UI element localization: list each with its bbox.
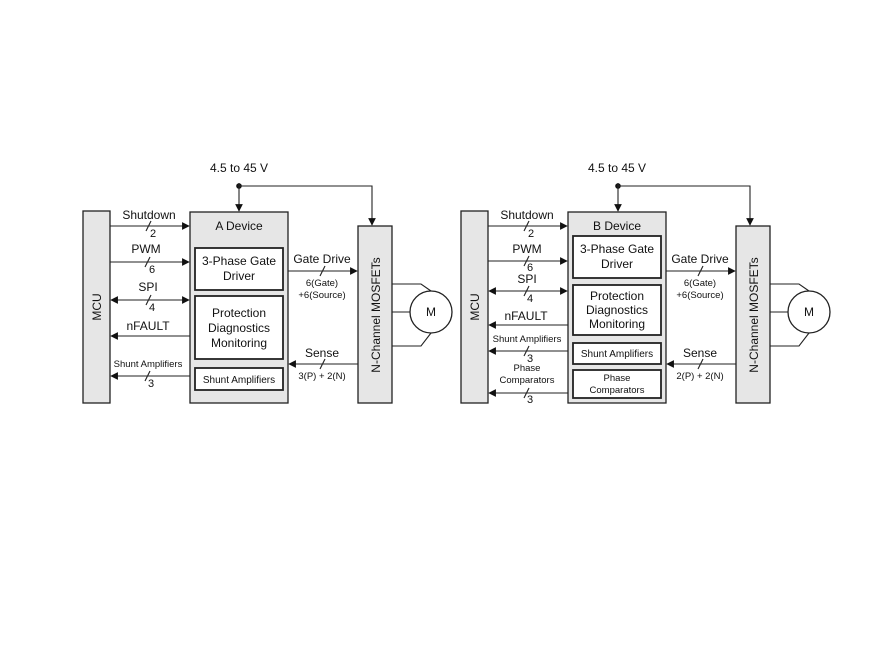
shutdown-count-b: 2 — [528, 228, 534, 240]
gate-drive-detail1-a: 6(Gate) — [306, 278, 338, 289]
motor-label-b: M — [804, 305, 814, 319]
gate-driver-line2-a: Driver — [223, 269, 255, 283]
pwm-label-a: PWM — [131, 242, 160, 256]
shutdown-slash-b — [523, 220, 530, 232]
mcu-block-a — [82, 210, 111, 404]
protection-line3-a: Monitoring — [211, 336, 267, 350]
nfault-label-a: nFAULT — [126, 319, 170, 333]
protection-block-a — [194, 295, 284, 360]
comp-out-count-b: 3 — [527, 394, 533, 406]
spi-label-b: SPI — [517, 272, 536, 286]
shutdown-count-a: 2 — [150, 228, 156, 240]
gate-driver-line1-a: 3-Phase Gate — [202, 254, 276, 268]
pwm-label-b: PWM — [512, 242, 541, 256]
gate-drive-label-a: Gate Drive — [293, 252, 351, 266]
gate-drive-label-b: Gate Drive — [671, 252, 729, 266]
motor-wire-top-a — [392, 283, 432, 292]
gate-driver-block-b — [572, 235, 662, 279]
sense-detail-a: 3(P) + 2(N) — [298, 371, 345, 382]
protection-line1-b: Protection — [590, 289, 644, 303]
sense-label-b: Sense — [683, 346, 717, 360]
gate-drive-detail2-b: +6(Source) — [676, 290, 723, 301]
device-title-a: A Device — [215, 219, 263, 233]
comparator-block-line1-b: Phase — [604, 373, 631, 384]
supply-label-a: 4.5 to 45 V — [210, 161, 268, 175]
shunt-out-label-b: Shunt Amplifiers — [493, 334, 562, 345]
shutdown-slash-a — [145, 220, 152, 232]
spi-label-a: SPI — [138, 280, 157, 294]
gate-drive-slash-b — [697, 265, 704, 277]
mosfet-block-b — [735, 225, 771, 404]
comp-out-slash-b — [523, 387, 530, 399]
motor-wire-bot-a — [392, 332, 432, 347]
protection-line3-b: Monitoring — [589, 317, 645, 331]
gate-driver-line1-b: 3-Phase Gate — [580, 242, 654, 256]
gate-driver-block-a — [194, 247, 284, 291]
motor-wire-top-b — [770, 283, 810, 292]
shutdown-label-a: Shutdown — [122, 208, 175, 222]
motor-wire-bot-b — [770, 332, 810, 347]
sense-label-a: Sense — [305, 346, 339, 360]
sense-detail-b: 2(P) + 2(N) — [676, 371, 723, 382]
gate-drive-slash-a — [319, 265, 326, 277]
mcu-label-a: MCU — [90, 293, 104, 320]
comparator-block-b — [572, 369, 662, 399]
device-title-b: B Device — [593, 219, 641, 233]
pwm-count-a: 6 — [149, 264, 155, 276]
mcu-block-b — [460, 210, 489, 404]
supply-label-b: 4.5 to 45 V — [588, 161, 646, 175]
spi-slash-a — [145, 294, 152, 306]
shunt-out-count-b: 3 — [527, 353, 533, 365]
shunt-block-b — [572, 342, 662, 365]
shunt-block-label-a: Shunt Amplifiers — [203, 375, 275, 386]
diagram-b: 4.5 to 45 V MCU B Device 3-Phase Gate Dr… — [460, 161, 831, 406]
shunt-out-count-a: 3 — [148, 378, 154, 390]
mosfet-label-a: N-Channel MOSFETs — [369, 257, 383, 372]
pwm-count-b: 6 — [527, 262, 533, 274]
motor-label-a: M — [426, 305, 436, 319]
protection-line2-a: Diagnostics — [208, 321, 270, 335]
shunt-out-label-a: Shunt Amplifiers — [114, 359, 183, 370]
protection-block-b — [572, 284, 662, 336]
comp-out-line1-b: Phase — [514, 363, 541, 374]
sense-slash-b — [697, 358, 704, 370]
diagram-a: 4.5 to 45 V MCU A Device 3-Phase Gate Dr… — [82, 161, 453, 404]
comp-out-line2-b: Comparators — [500, 375, 555, 386]
sense-slash-a — [319, 358, 326, 370]
pwm-slash-b — [523, 255, 530, 267]
protection-line1-a: Protection — [212, 306, 266, 320]
mcu-label-b: MCU — [468, 293, 482, 320]
comparator-block-line2-b: Comparators — [590, 385, 645, 396]
nfault-label-b: nFAULT — [504, 309, 548, 323]
gate-drive-detail2-a: +6(Source) — [298, 290, 345, 301]
gate-drive-detail1-b: 6(Gate) — [684, 278, 716, 289]
shunt-block-a — [194, 367, 284, 391]
protection-line2-b: Diagnostics — [586, 303, 648, 317]
supply-to-mosfets-a — [239, 185, 376, 226]
shunt-out-slash-b — [523, 345, 530, 357]
shunt-block-label-b: Shunt Amplifiers — [581, 349, 653, 360]
spi-count-b: 4 — [527, 293, 533, 305]
mosfet-label-b: N-Channel MOSFETs — [747, 257, 761, 372]
pwm-slash-a — [144, 256, 151, 268]
mosfet-block-a — [357, 225, 393, 404]
spi-count-a: 4 — [149, 302, 155, 314]
gate-driver-line2-b: Driver — [601, 257, 633, 271]
shunt-out-slash-a — [144, 370, 151, 382]
supply-to-mosfets-b — [618, 185, 754, 226]
shutdown-label-b: Shutdown — [500, 208, 553, 222]
spi-slash-b — [523, 285, 530, 297]
